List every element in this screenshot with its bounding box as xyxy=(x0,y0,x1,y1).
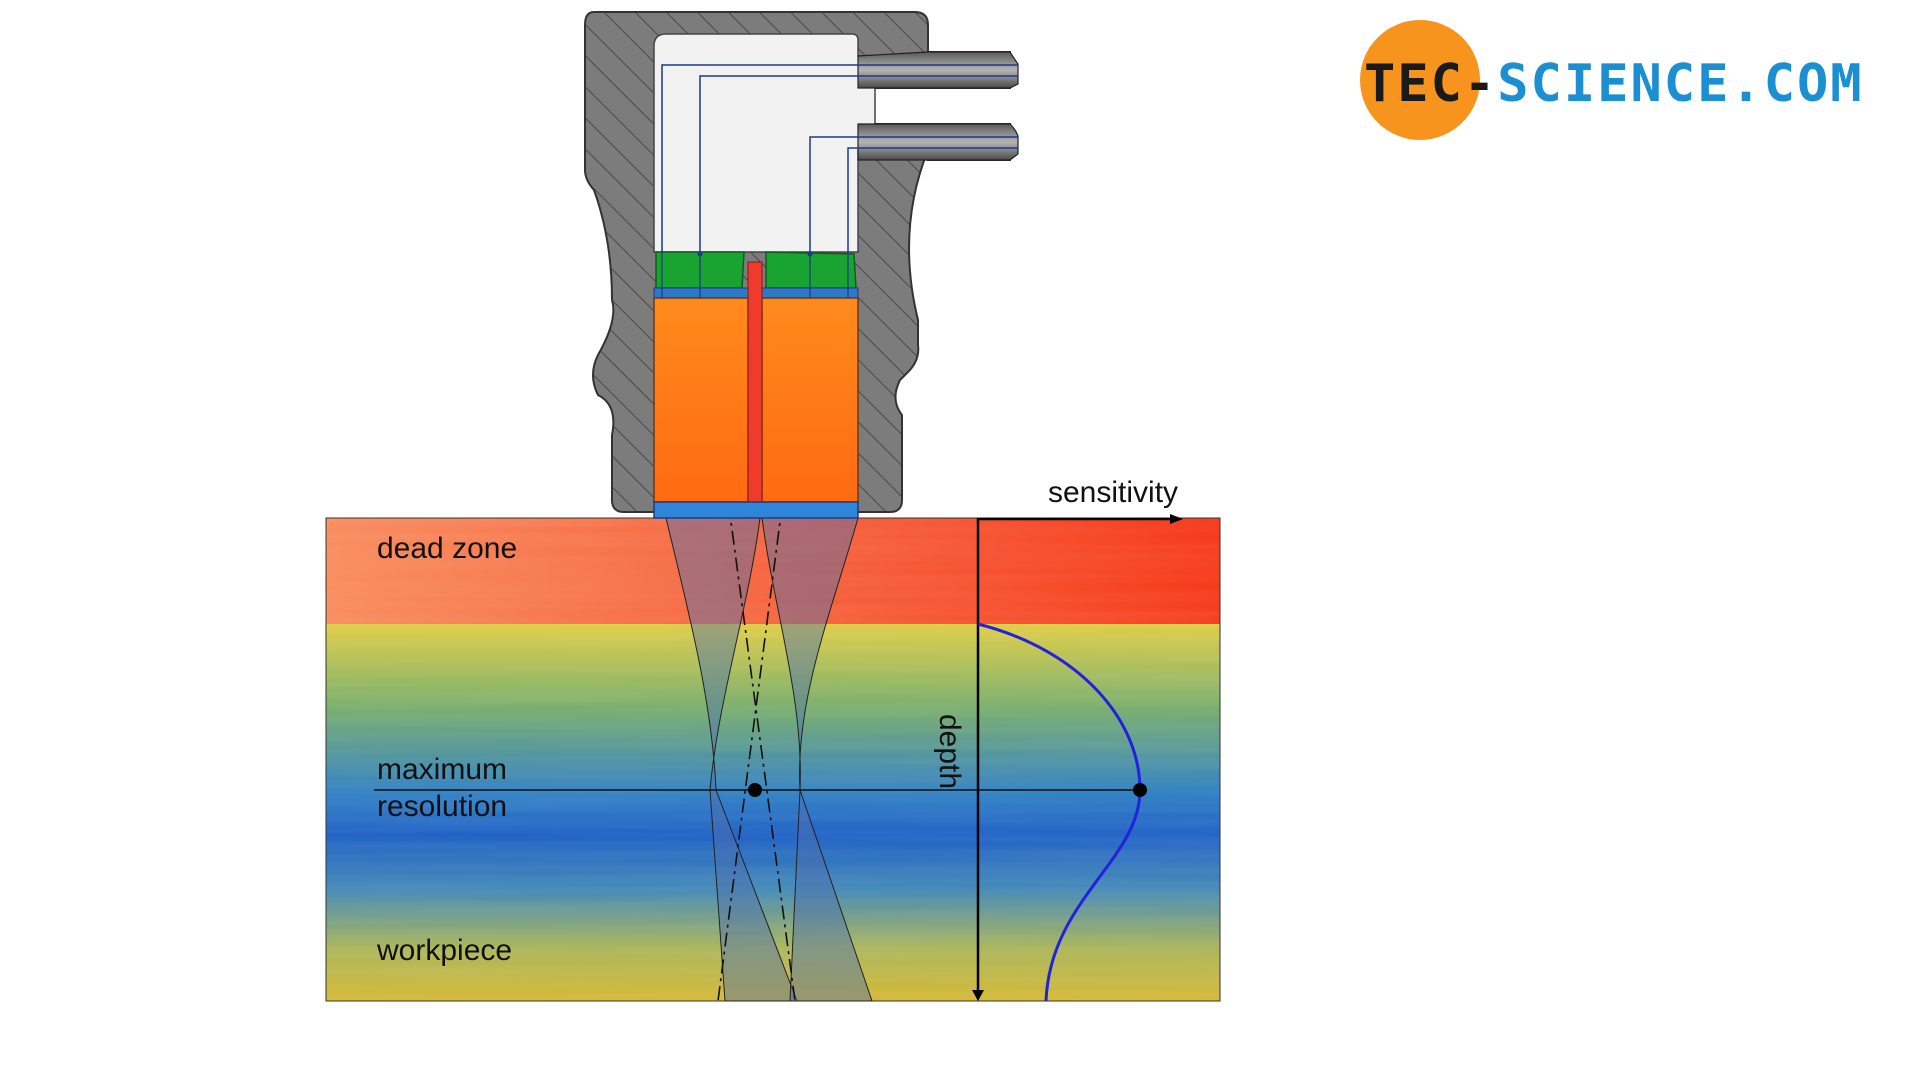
sensitivity-label: sensitivity xyxy=(1048,476,1178,509)
focal-point xyxy=(748,783,762,797)
wire-stub-left xyxy=(661,252,701,298)
beam-left xyxy=(665,517,798,1002)
contact-dot-2 xyxy=(807,251,813,257)
cable-upper xyxy=(857,51,1019,89)
wire-upper-b xyxy=(699,75,1018,252)
tec-science-logo: TEC-SCIENCE.COM xyxy=(1360,20,1864,140)
logo-text-dark: TEC- xyxy=(1364,54,1497,114)
depth-axis-arrow xyxy=(972,990,984,1001)
cables xyxy=(661,51,1019,252)
delay-line xyxy=(653,501,859,519)
depth-label: depth xyxy=(933,714,966,789)
contact-dot-1 xyxy=(697,251,703,257)
piezo-left xyxy=(653,297,749,503)
electrode-left xyxy=(653,287,749,299)
sensitivity-axis-arrow xyxy=(1170,514,1183,524)
damping-right xyxy=(765,251,857,289)
max-resolution-label-line2: resolution xyxy=(377,790,507,823)
sensitivity-peak-point xyxy=(1133,783,1147,797)
logo-circle xyxy=(1360,20,1480,140)
wire-stub-right xyxy=(809,252,849,298)
max-resolution-label-line1: maximum xyxy=(377,753,507,786)
logo-text-blue: SCIENCE.COM xyxy=(1497,54,1863,114)
acoustic-separator xyxy=(747,261,763,503)
workpiece-label: workpiece xyxy=(376,934,512,967)
wire-lower-a xyxy=(809,136,1018,252)
wire-upper-a xyxy=(661,64,1018,252)
beam-right xyxy=(761,517,873,1002)
sensitivity-graph xyxy=(972,514,1183,1002)
dead-zone-label: dead zone xyxy=(377,532,517,565)
wire-lower-b xyxy=(847,147,1018,252)
piezo-right xyxy=(761,297,859,503)
cable-lower xyxy=(857,123,1019,161)
transducer xyxy=(653,251,859,519)
housing-cavity xyxy=(653,33,876,253)
svg-text:TEC-SCIENCE.COM: TEC-SCIENCE.COM xyxy=(1364,54,1864,114)
